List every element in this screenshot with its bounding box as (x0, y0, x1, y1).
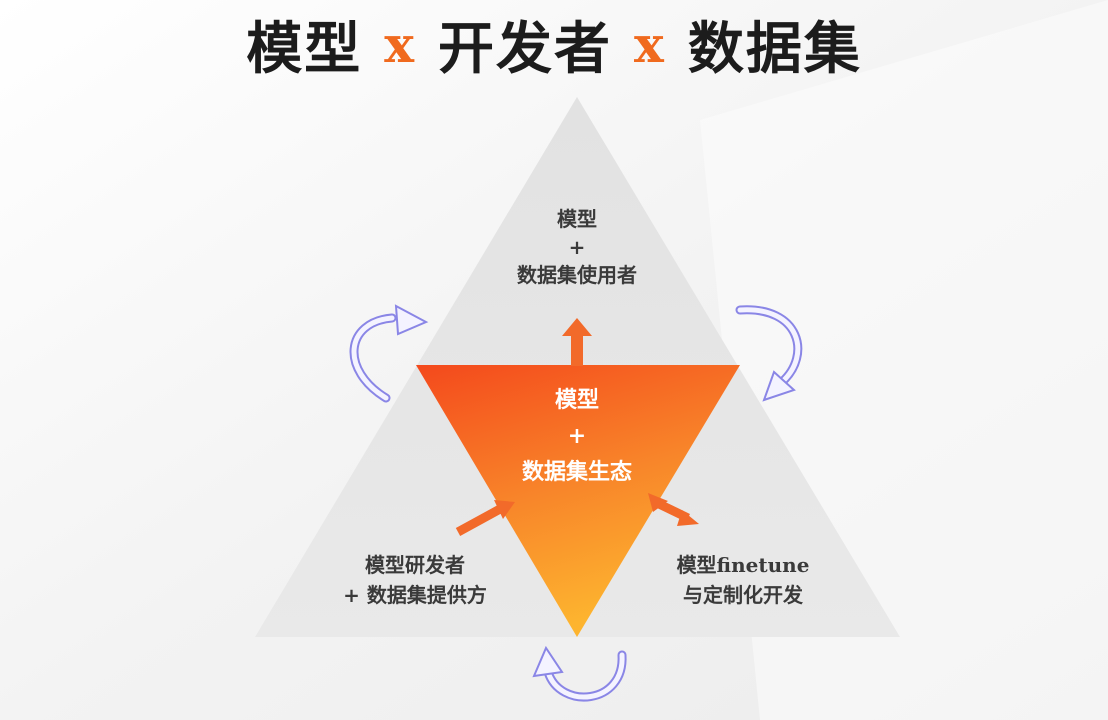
top-label-line1: 模型 (557, 207, 597, 231)
cycle-arrow-left-icon (349, 304, 429, 403)
top-label: 模型 + 数据集使用者 (467, 205, 687, 289)
arrow-down-right-icon (648, 493, 699, 526)
left-label-line1: 模型研发者 (365, 553, 465, 577)
title-part-model: 模型 (246, 15, 363, 82)
title-separator: x (634, 14, 666, 74)
cycle-arrow-right-icon (735, 305, 803, 402)
right-label-line2: 与定制化开发 (683, 583, 803, 607)
title-part-dataset: 数据集 (687, 15, 862, 82)
cycle-arrow-bottom-icon (532, 645, 627, 702)
title-part-developer: 开发者 (438, 15, 612, 82)
center-label: 模型 + 数据集生态 (467, 382, 687, 490)
center-label-line3: 数据集生态 (521, 459, 632, 485)
left-label: 模型研发者 + 数据集提供方 (300, 550, 530, 610)
center-label-line2: + (567, 423, 587, 449)
inner-triangle (416, 365, 740, 637)
title-separator: x (384, 14, 416, 74)
left-label-line2: + 数据集提供方 (343, 583, 487, 607)
right-label: 模型finetune 与定制化开发 (628, 550, 858, 610)
right-label-line1: 模型finetune (676, 553, 810, 577)
arrow-down-left-icon (455, 500, 515, 536)
top-label-line3: 数据集使用者 (517, 263, 637, 287)
center-label-line1: 模型 (554, 387, 599, 413)
arrow-up-icon (562, 318, 592, 366)
page-title: 模型 x 开发者 x 数据集 (0, 4, 1108, 84)
top-label-line2: + (568, 235, 586, 259)
